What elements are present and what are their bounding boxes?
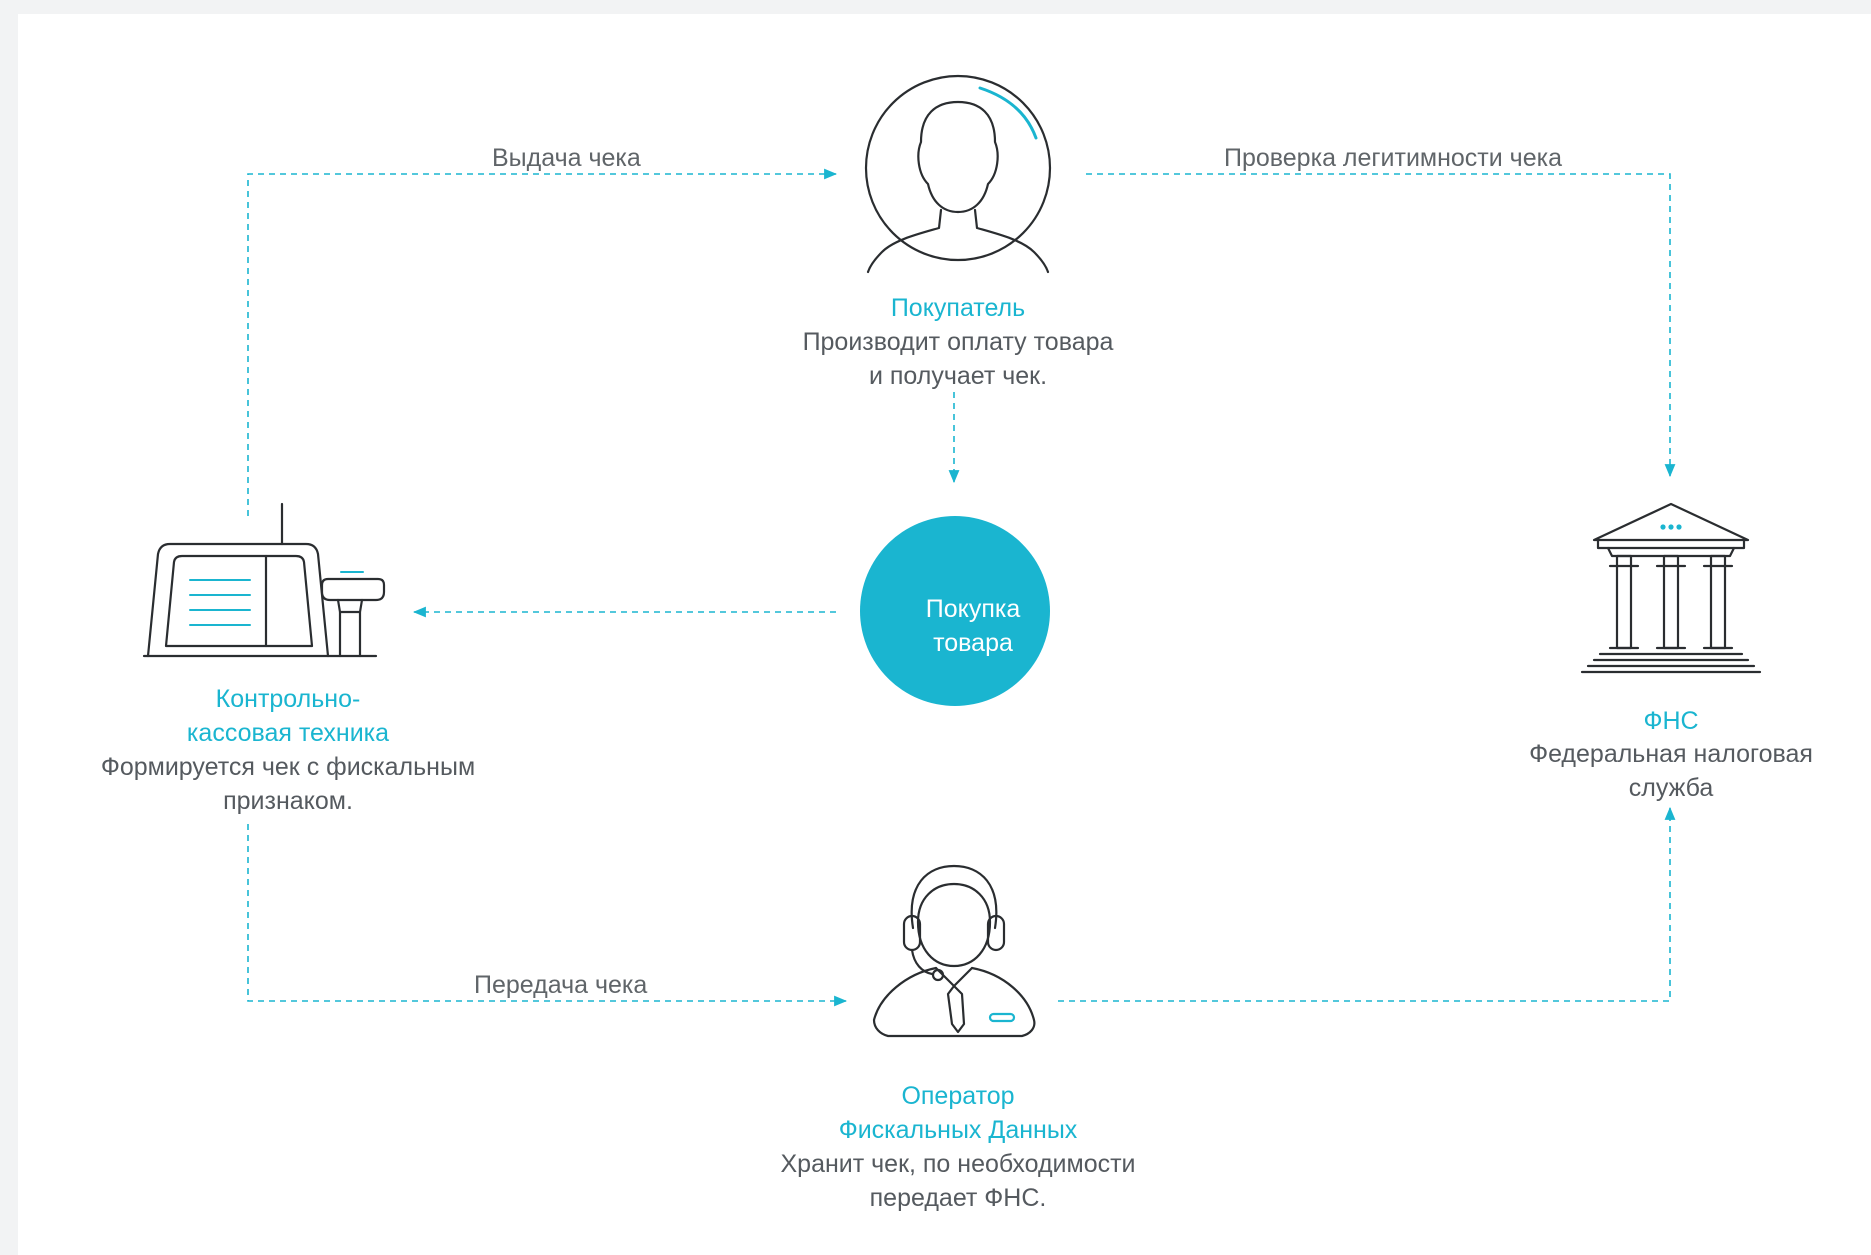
kkt-desc-line-2: признаком. bbox=[223, 787, 353, 815]
cash-register-icon bbox=[142, 502, 386, 658]
kkt-title: Контрольно- кассовая техника bbox=[68, 682, 508, 750]
buyer-desc-line-2: и получает чек. bbox=[868, 362, 1048, 390]
ofd-desc-line-2: передает ФНС. bbox=[869, 1184, 1047, 1212]
kkt-description: Формируется чек с фискальным признаком. bbox=[68, 750, 508, 818]
buyer-title: Покупатель bbox=[890, 294, 1026, 322]
purchase-label-line-1: Покупка bbox=[925, 595, 1021, 623]
kkt-title-line-2: кассовая техника bbox=[186, 719, 390, 747]
edge-kkt-to-ofd bbox=[247, 824, 848, 1007]
edge-label-legitimacy-check: Проверка легитимности чека bbox=[1224, 144, 1562, 172]
fns-desc-line-1: Федеральная налоговая bbox=[1529, 740, 1813, 768]
edge-label-transfer-receipt: Передача чека bbox=[474, 971, 648, 999]
ofd-title-line-1: Оператор bbox=[901, 1082, 1015, 1110]
fns-title: ФНС bbox=[1643, 707, 1699, 735]
diagram-graphics bbox=[142, 74, 1762, 1038]
buyer-desc-line-1: Производит оплату товара bbox=[802, 328, 1114, 356]
purchase-circle bbox=[860, 516, 1050, 706]
kkt-title-line-1: Контрольно- bbox=[215, 685, 361, 713]
buyer-description: Производит оплату товара и получает чек. bbox=[753, 325, 1163, 393]
ofd-description: Хранит чек, по необходимости передает ФН… bbox=[738, 1147, 1178, 1215]
operator-headset-icon bbox=[872, 864, 1036, 1038]
purchase-label-line-2: товара bbox=[933, 629, 1013, 657]
person-icon bbox=[864, 74, 1052, 274]
ofd-desc-line-1: Хранит чек, по необходимости bbox=[780, 1150, 1136, 1178]
edge-buyer-to-fns bbox=[1086, 173, 1676, 478]
edge-label-issue-receipt: Выдача чека bbox=[492, 144, 641, 172]
ofd-title: Оператор Фискальных Данных bbox=[738, 1079, 1178, 1147]
diagram-canvas: Выдача чека Проверка легитимности чека П… bbox=[18, 14, 1871, 1255]
edge-ofd-to-fns bbox=[1058, 806, 1676, 1002]
ofd-title-line-2: Фискальных Данных bbox=[838, 1116, 1078, 1144]
edge-kkt-to-buyer bbox=[247, 168, 838, 516]
fns-description: Федеральная налоговая служба bbox=[1496, 737, 1846, 805]
kkt-desc-line-1: Формируется чек с фискальным bbox=[100, 753, 476, 781]
purchase-label: Покупка товара bbox=[878, 592, 1068, 660]
government-building-icon bbox=[1580, 502, 1762, 674]
fns-desc-line-2: служба bbox=[1628, 774, 1714, 802]
